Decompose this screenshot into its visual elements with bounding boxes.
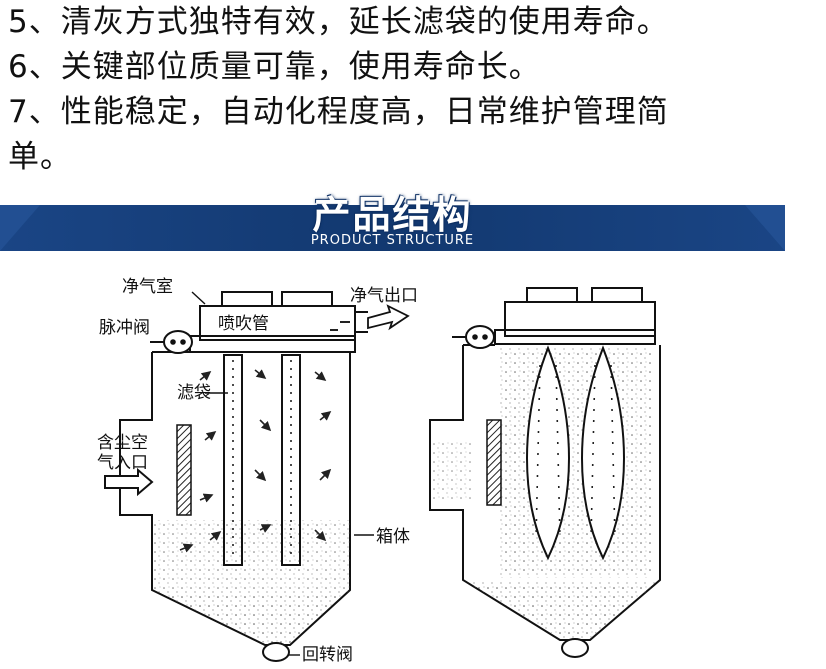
label-blow-pipe: 喷吹管 [218, 314, 269, 334]
feature-line-6: 6、关键部位质量可靠，使用寿命长。 [8, 49, 541, 85]
label-box: 箱体 [376, 527, 410, 547]
outlet-dashes [330, 321, 350, 331]
right-inflated-bags [526, 345, 625, 561]
right-baffle-plate [486, 419, 502, 506]
right-rotary-valve [561, 638, 589, 658]
banner-subtitle: PRODUCT STRUCTURE [310, 233, 475, 248]
banner-title: 产品结构 [312, 193, 473, 237]
label-filter-bag: 滤袋 [177, 383, 211, 403]
bag-filter-diagram: 净气室 净气出口 脉冲阀 喷吹管 滤袋 含尘空 气入口 箱体 回转阀 [97, 277, 661, 665]
label-pulse-valve: 脉冲阀 [99, 318, 150, 338]
left-hopper-dust [152, 520, 350, 590]
feature-line-5: 5、清灰方式独特有效，延长滤袋的使用寿命。 [8, 4, 669, 40]
section-banner [0, 205, 785, 251]
right-inlet-dust [432, 440, 472, 500]
left-filter-bags [223, 354, 301, 566]
inlet-arrow [104, 467, 154, 497]
feature-line-7: 7、性能稳定，自动化程度高，日常维护管理简 [8, 94, 669, 130]
right-filter-unit [429, 287, 661, 641]
label-dusty-air-2: 气入口 [97, 453, 148, 473]
label-clean-outlet: 净气出口 [350, 286, 418, 306]
right-hopper-dust [463, 580, 660, 638]
feature-list: 5、清灰方式独特有效，延长滤袋的使用寿命。 6、关键部位质量可靠，使用寿命长。 … [8, 0, 808, 180]
right-pulse-valve [452, 325, 495, 349]
left-pulse-valve [150, 330, 193, 354]
left-hopper-dust-cone [152, 590, 350, 643]
left-flow-arrows [179, 369, 332, 553]
left-rotary-valve [262, 642, 290, 662]
label-clean-chamber: 净气室 [122, 277, 173, 297]
feature-line-7-cont: 单。 [8, 139, 72, 175]
label-dusty-air-1: 含尘空 [97, 433, 148, 453]
label-rotary-valve: 回转阀 [302, 645, 353, 665]
left-baffle-plate [176, 424, 192, 516]
outlet-arrow [367, 304, 410, 331]
right-dust-cloud [498, 348, 653, 578]
